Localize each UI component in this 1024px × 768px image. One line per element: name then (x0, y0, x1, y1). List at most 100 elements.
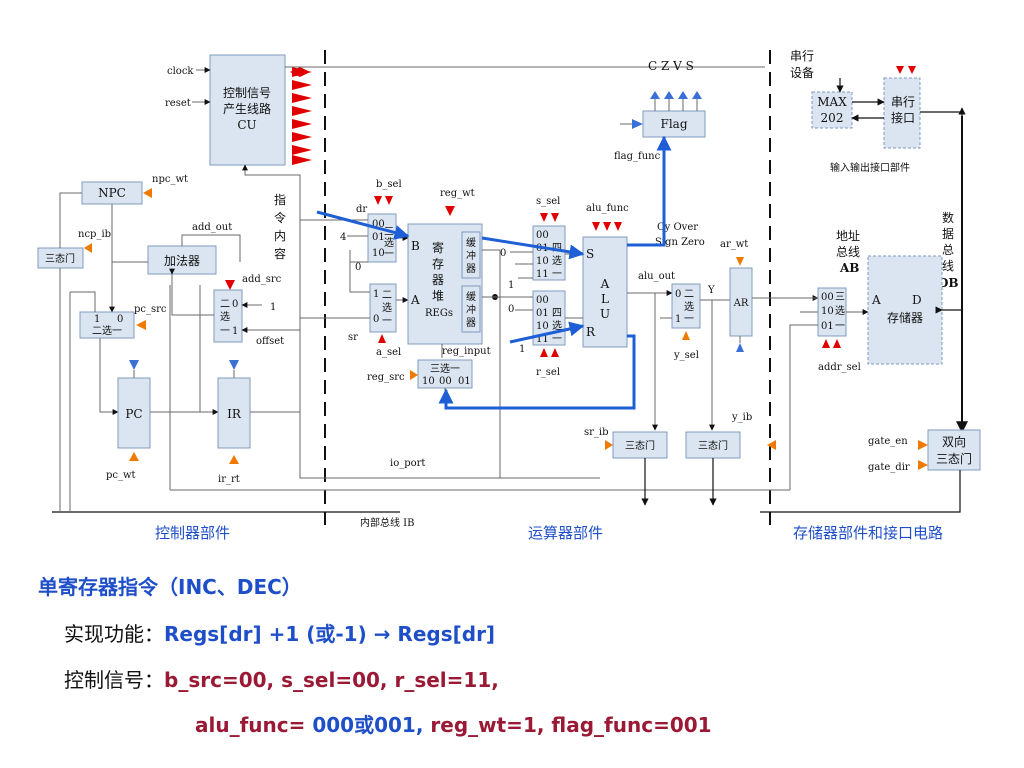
regs-port-a: A (410, 293, 420, 307)
r-mux-side-3: 一 (552, 334, 562, 345)
ar-label: AR (733, 298, 749, 309)
r-mux-zero: 0 (508, 304, 514, 315)
y-mux-side-1: 二 (684, 289, 694, 300)
alu-func-value: 000或001, (312, 713, 424, 737)
instruction-title: 单寄存器指令（INC、DEC） (38, 575, 302, 599)
flag-label: Flag (661, 117, 688, 131)
add-src-mux-text-2: 选 (220, 310, 230, 323)
control-line-2: alu_func= 000或001, reg_wt=1, flag_func=0… (195, 709, 712, 738)
alu-label-2: L (601, 292, 609, 306)
b-mux-side-2: 选 (384, 236, 394, 249)
b-sel-label: b_sel (376, 179, 402, 190)
sr-label: sr (348, 332, 358, 343)
reg-src-mux-title: 三选一 (430, 362, 460, 375)
npc-label: NPC (98, 186, 126, 200)
cu-label-2: 产生线路 (223, 101, 271, 116)
a-mux-side-3: 一 (382, 316, 392, 327)
a-sel-label: a_sel (376, 347, 401, 358)
y-mux-side-2: 选 (684, 300, 694, 313)
y-sel-mux-box (671, 283, 701, 329)
add-src-mux-box (213, 289, 243, 343)
buffer-top-2: 冲 (466, 249, 476, 262)
alu-port-r: R (586, 325, 596, 339)
add-src-label: add_src (242, 274, 282, 285)
zero-label: 0 (355, 262, 361, 273)
add-src-mux-text-1: 二 (220, 299, 230, 310)
reg-src-mux-00: 00 (439, 376, 452, 387)
section-memory: 存储器部件和接口电路 (793, 524, 943, 542)
adder-box (147, 245, 217, 275)
add-src-mux-text-3: 一 (220, 326, 230, 337)
mem-mux-side-2: 选 (835, 304, 845, 317)
ir-box (217, 377, 251, 449)
r-sel-label: r_sel (536, 367, 560, 378)
gate-en-label: gate_en (868, 436, 908, 447)
buffer-top-3: 器 (466, 263, 476, 275)
y-sel-label: y_sel (673, 350, 699, 361)
max202-box (811, 91, 853, 129)
section-internal-bus: 内部总线 IB (360, 516, 414, 529)
memory-port-a: A (871, 293, 881, 307)
offset-label: offset (256, 336, 284, 347)
r-mux-line-2: 01 (536, 308, 549, 319)
regs-label-4: 堆 (432, 289, 444, 303)
serial-port-label-1: 串行 (891, 95, 915, 109)
reg-src-label: reg_src (367, 372, 405, 383)
y-ib-tristate-label: 三态门 (698, 439, 728, 452)
adder-label: 加法器 (164, 254, 200, 268)
reg-input-label: reg_input (442, 346, 491, 357)
regs-label-5: REGs (425, 308, 453, 319)
mem-mux-line-2: 10 (821, 306, 834, 317)
dr-label: dr (356, 204, 367, 215)
npc-tristate-label: 三态门 (45, 252, 75, 265)
buffer-bottom-3: 器 (466, 317, 476, 329)
alu-label-1: A (600, 277, 610, 291)
ncp-ib-label: ncp_ib (78, 229, 111, 240)
add-src-mux-in0: 0 (232, 299, 238, 310)
serial-port-box (883, 77, 921, 149)
cu-label-3: CU (237, 118, 256, 132)
czvs-label: C Z V S (648, 59, 694, 73)
y-label: Y (707, 285, 715, 296)
function-value: Regs[dr] +1 (或-1) → Regs[dr] (164, 622, 496, 646)
blue-path-writeback (438, 334, 636, 410)
max202-label-1: MAX (817, 95, 847, 109)
y-ib-label: y_ib (731, 412, 752, 423)
serial-device-label-1: 串行 (790, 49, 814, 63)
a-sel-mux-box (369, 283, 397, 333)
r-mux-line-3: 10 (536, 321, 549, 332)
r-mux-side-1: 四 (552, 308, 562, 319)
function-label: 实现功能： (64, 622, 164, 646)
buffer-top-1: 缓 (466, 236, 476, 249)
b-mux-line-3: 10 (372, 248, 385, 259)
y-mux-side-3: 一 (684, 314, 694, 325)
buffer-bottom-1: 缓 (466, 290, 476, 303)
control-values-2: reg_wt=1, flag_func=001 (423, 713, 712, 737)
npc-wt-label: npc_wt (152, 174, 188, 185)
y-mux-in1: 1 (675, 314, 681, 325)
four-label: 4 (340, 232, 346, 243)
function-line: 实现功能：Regs[dr] +1 (或-1) → Regs[dr] (64, 618, 495, 647)
b-mux-side-3: 一 (384, 249, 394, 260)
a-mux-side-1: 二 (382, 290, 392, 301)
pc-mux-in0: 0 (117, 314, 123, 325)
blue-path-instr (316, 210, 410, 240)
data-bus-label-5: DB (938, 276, 959, 290)
io-port-label: io_port (390, 458, 425, 469)
io-part-label: 输入输出接口部件 (830, 161, 910, 174)
s-sel-label: s_sel (536, 196, 560, 207)
flag-func-label: flag_func (614, 151, 661, 162)
serial-port-label-2: 接口 (891, 110, 915, 125)
memory-port-d: D (912, 293, 922, 307)
s-mux-one: 1 (508, 280, 514, 291)
mem-mux-line-3: 01 (821, 321, 834, 332)
addr-bus-label-2: 总线 (836, 245, 860, 259)
r-mux-line-1: 00 (536, 295, 549, 306)
reg-src-mux-01: 01 (458, 376, 471, 387)
a-mux-line-2: 0 (373, 314, 379, 325)
reg-src-mux-10: 10 (422, 376, 435, 387)
pc-mux-label: 二选一 (92, 324, 122, 337)
r-mux-side-2: 选 (552, 319, 562, 332)
section-controller: 控制器部件 (155, 524, 230, 542)
blue-path-to-flag (627, 135, 672, 247)
